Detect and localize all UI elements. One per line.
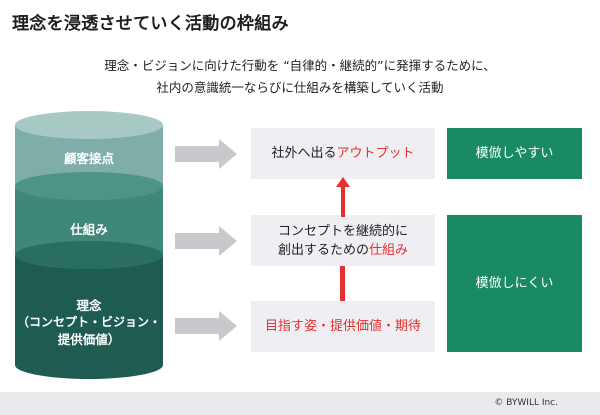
layer-bottom-body: [15, 255, 163, 379]
philosophy-box-highlight: 目指す姿・提供価値・期待: [264, 319, 421, 334]
arrow-bottom-icon: [175, 311, 237, 341]
layer-middle-label: 仕組み: [70, 222, 108, 237]
layer-bottom-top: [15, 241, 163, 269]
layer-top-cap: [15, 111, 163, 139]
layer-middle-top: [15, 172, 163, 200]
output-box: 社外へ出るアウトプット: [251, 128, 435, 179]
easy-to-imitate-box: 模倣しやすい: [447, 128, 582, 179]
mechanism-box-highlight: 仕組み: [369, 242, 409, 258]
layer-bottom-label: 理念 （コンセプト・ビジョン・ 提供価値）: [15, 297, 163, 348]
philosophy-box: 目指す姿・提供価値・期待: [251, 301, 435, 352]
copyright: © BYWILL Inc.: [494, 398, 558, 408]
arrow-top-icon: [175, 139, 237, 169]
hard-to-imitate-box: 模倣しにくい: [447, 215, 582, 352]
output-box-highlight: アウトプット: [336, 146, 415, 161]
mechanism-box: コンセプトを継続的に 創出するための仕組み: [251, 215, 435, 266]
footer-bar: © BYWILL Inc.: [0, 392, 600, 415]
subtitle-line-2: 社内の意識統一ならびに仕組みを構築していく活動: [156, 80, 444, 95]
up-arrow-bottom-icon: [340, 266, 345, 301]
page-title: 理念を浸透させていく活動の枠組み: [12, 14, 289, 34]
mechanism-box-line1: コンセプトを継続的に: [277, 223, 408, 239]
subtitle-line-1: 理念・ビジョンに向けた行動を “自律的・継続的”に発揮するために、: [104, 58, 496, 73]
output-box-prefix: 社外へ出る: [271, 146, 337, 161]
layer-bottom-label-line3: 提供価値）: [57, 332, 121, 347]
layer-top-label: 顧客接点: [63, 151, 114, 166]
mechanism-box-prefix: 創出するための: [277, 242, 369, 258]
layer-bottom-label-line1: 理念: [76, 298, 102, 313]
arrow-middle-icon: [175, 226, 237, 256]
up-arrow-top-icon: [336, 177, 350, 217]
layer-bottom-label-line2: （コンセプト・ビジョン・: [16, 315, 161, 329]
